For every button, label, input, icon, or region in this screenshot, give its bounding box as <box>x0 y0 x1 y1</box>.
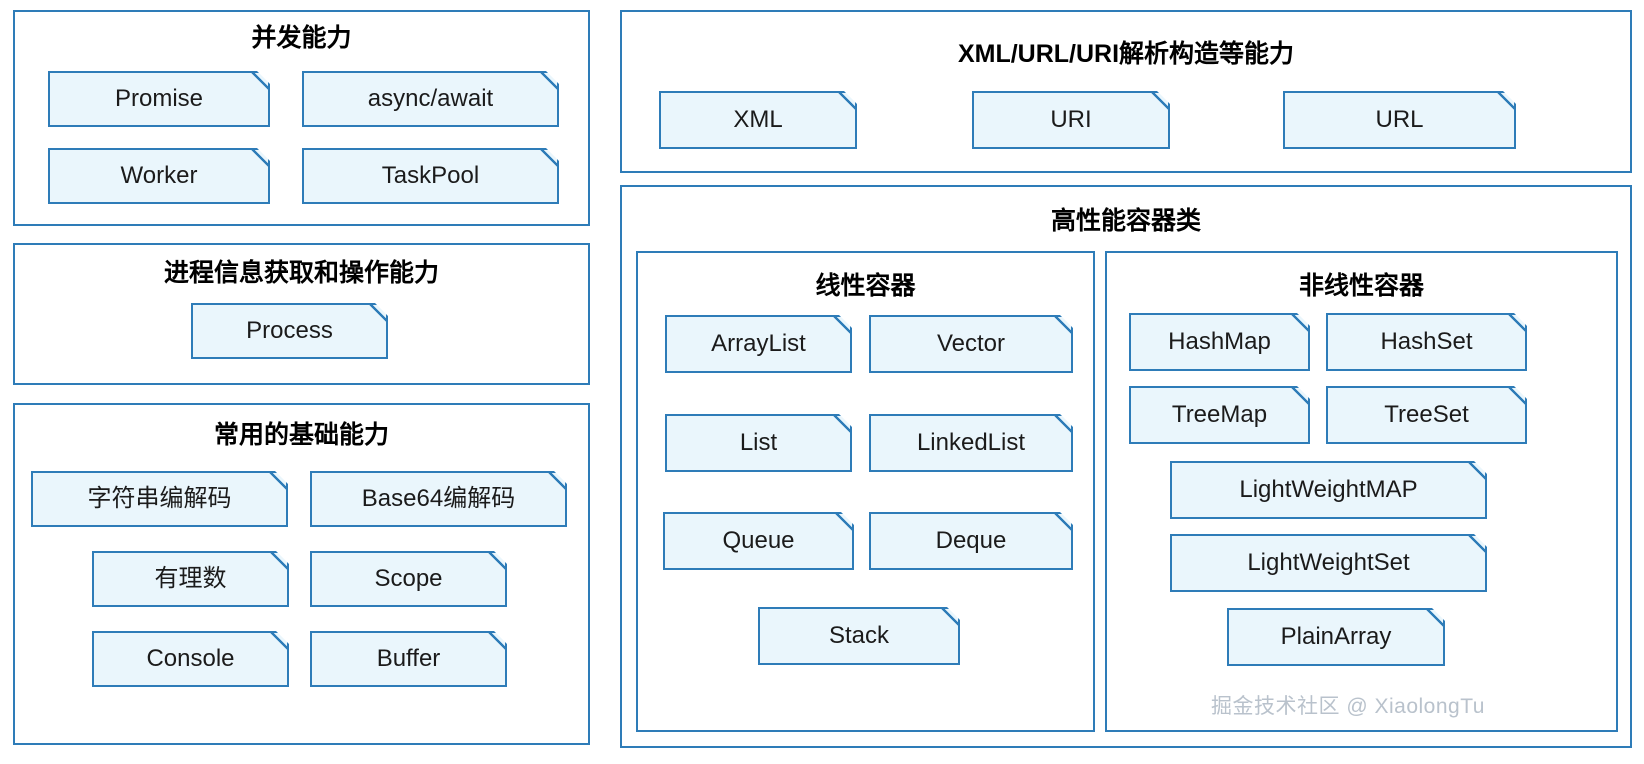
node-treemap[interactable]: TreeMap <box>1129 386 1310 444</box>
node-lightweightset[interactable]: LightWeightSet <box>1170 534 1487 592</box>
node-string-codec[interactable]: 字符串编解码 <box>31 471 288 527</box>
panel-linear-containers: 线性容器 ArrayList Vector List LinkedList Qu… <box>636 251 1095 732</box>
node-xml[interactable]: XML <box>659 91 857 149</box>
node-linkedlist[interactable]: LinkedList <box>869 414 1073 472</box>
node-base64-codec[interactable]: Base64编解码 <box>310 471 567 527</box>
node-taskpool[interactable]: TaskPool <box>302 148 559 204</box>
panel-process-title: 进程信息获取和操作能力 <box>163 259 439 287</box>
panel-nonlinear-containers: 非线性容器 HashMap HashSet TreeMap TreeSet Li… <box>1105 251 1618 732</box>
panel-nonlinear-containers-title: 非线性容器 <box>1298 272 1424 300</box>
node-process[interactable]: Process <box>191 303 388 359</box>
panel-basic: 常用的基础能力 字符串编解码 Base64编解码 有理数 Scope Conso… <box>13 403 590 745</box>
node-hashmap[interactable]: HashMap <box>1129 313 1310 371</box>
panel-containers: 高性能容器类 线性容器 ArrayList Vector List Linked… <box>620 185 1632 748</box>
watermark: 掘金技术社区 @ XiaolongTu <box>1211 695 1485 718</box>
panel-process: 进程信息获取和操作能力 Process <box>13 243 590 385</box>
node-hashset[interactable]: HashSet <box>1326 313 1527 371</box>
node-rational-number[interactable]: 有理数 <box>92 551 289 607</box>
panel-concurrency-title: 并发能力 <box>251 24 352 52</box>
node-async-await[interactable]: async/await <box>302 71 559 127</box>
panel-basic-title: 常用的基础能力 <box>213 421 389 449</box>
node-list[interactable]: List <box>665 414 852 472</box>
node-lightweightmap[interactable]: LightWeightMAP <box>1170 461 1487 519</box>
node-queue[interactable]: Queue <box>663 512 854 570</box>
node-plainarray[interactable]: PlainArray <box>1227 608 1445 666</box>
panel-containers-title: 高性能容器类 <box>1050 207 1201 235</box>
node-stack[interactable]: Stack <box>758 607 960 665</box>
panel-concurrency: 并发能力 Promise async/await Worker TaskPool <box>13 10 590 226</box>
node-uri[interactable]: URI <box>972 91 1170 149</box>
node-worker[interactable]: Worker <box>48 148 270 204</box>
node-scope[interactable]: Scope <box>310 551 507 607</box>
node-treeset[interactable]: TreeSet <box>1326 386 1527 444</box>
node-url[interactable]: URL <box>1283 91 1516 149</box>
node-arraylist[interactable]: ArrayList <box>665 315 852 373</box>
node-deque[interactable]: Deque <box>869 512 1073 570</box>
node-console[interactable]: Console <box>92 631 289 687</box>
node-vector[interactable]: Vector <box>869 315 1073 373</box>
panel-parsing: XML/URL/URI解析构造等能力 XML URI URL <box>620 10 1632 173</box>
node-promise[interactable]: Promise <box>48 71 270 127</box>
panel-linear-containers-title: 线性容器 <box>815 272 916 300</box>
node-buffer[interactable]: Buffer <box>310 631 507 687</box>
panel-parsing-title: XML/URL/URI解析构造等能力 <box>957 40 1295 68</box>
